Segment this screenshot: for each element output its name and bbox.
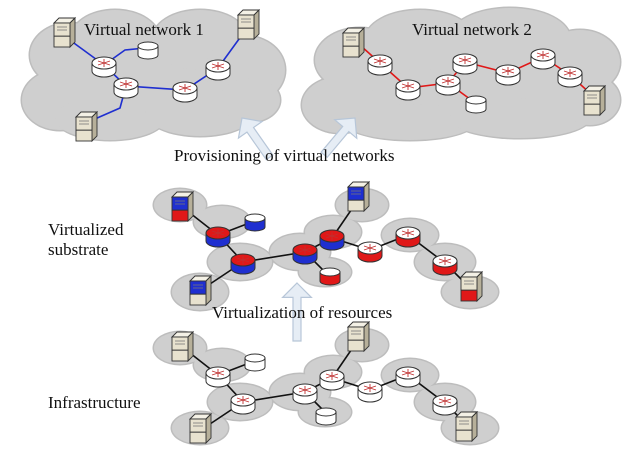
virtualized-substrate-line2: substrate	[48, 239, 109, 259]
vn1-router-2	[113, 77, 139, 99]
substrate-router-5	[357, 241, 383, 263]
substrate-router-6	[395, 226, 421, 248]
infra-storage-1	[244, 353, 266, 372]
vn1-router-4	[205, 59, 231, 81]
substrate-router-4	[319, 229, 345, 251]
vn2-router-7	[557, 66, 583, 88]
substrate-router-7	[432, 254, 458, 276]
substrate-storage-2	[319, 267, 341, 286]
vn2-router-2	[395, 79, 421, 101]
virtualized-substrate-label: Virtualized substrate	[48, 220, 123, 259]
vn2-storage-1	[465, 95, 487, 114]
substrate-server-4	[459, 270, 484, 303]
vn1-router-3	[172, 81, 198, 103]
vn1-server-1	[52, 16, 77, 49]
substrate-router-3	[292, 243, 318, 265]
vn2-router-6	[530, 48, 556, 70]
vn2-router-4	[452, 53, 478, 75]
vn2-router-1	[367, 54, 393, 76]
arrow-layer	[237, 117, 358, 342]
substrate-router-2	[230, 253, 256, 275]
substrate-link-3	[242, 199, 359, 263]
substrate-router-1	[205, 226, 231, 248]
substrate-server-1	[170, 190, 195, 223]
provisioning-arrow-left	[237, 117, 274, 161]
vn2-router-3	[435, 74, 461, 96]
infra-router-6	[395, 366, 421, 388]
substrate-server-2	[346, 180, 371, 213]
infra-server-3	[188, 412, 213, 445]
vn1-server-3	[74, 110, 99, 143]
vn2-router-5	[495, 64, 521, 86]
infra-server-2	[346, 320, 371, 353]
provisioning-arrow-right	[320, 117, 358, 159]
virtual-network-2-label: Virtual network 2	[412, 20, 532, 39]
infra-server-4	[454, 410, 479, 443]
vn2-server-1	[341, 26, 366, 59]
substrate-server-3	[188, 274, 213, 307]
vn1-server-2	[236, 8, 261, 41]
infra-router-3	[292, 383, 318, 405]
infra-storage-2	[315, 407, 337, 426]
infra-router-4	[319, 369, 345, 391]
virtualization-label: Virtualization of resources	[212, 303, 393, 322]
infra-router-2	[230, 393, 256, 415]
infra-server-1	[170, 330, 195, 363]
virtual-network-1-label: Virtual network 1	[84, 20, 204, 39]
provisioning-label: Provisioning of virtual networks	[174, 146, 395, 165]
node-layer	[52, 8, 607, 445]
vn1-router-1	[91, 56, 117, 78]
infrastructure-link-3	[242, 339, 359, 403]
infrastructure-label: Infrastructure	[48, 393, 141, 412]
virtualization-arrow	[281, 282, 313, 342]
virtualized-substrate-line1: Virtualized	[48, 220, 124, 239]
vn1-storage-1	[137, 41, 159, 60]
substrate-storage-1	[244, 213, 266, 232]
vn2-server-2	[582, 84, 607, 117]
infra-router-1	[205, 366, 231, 388]
infra-router-5	[357, 381, 383, 403]
infra-router-7	[432, 394, 458, 416]
